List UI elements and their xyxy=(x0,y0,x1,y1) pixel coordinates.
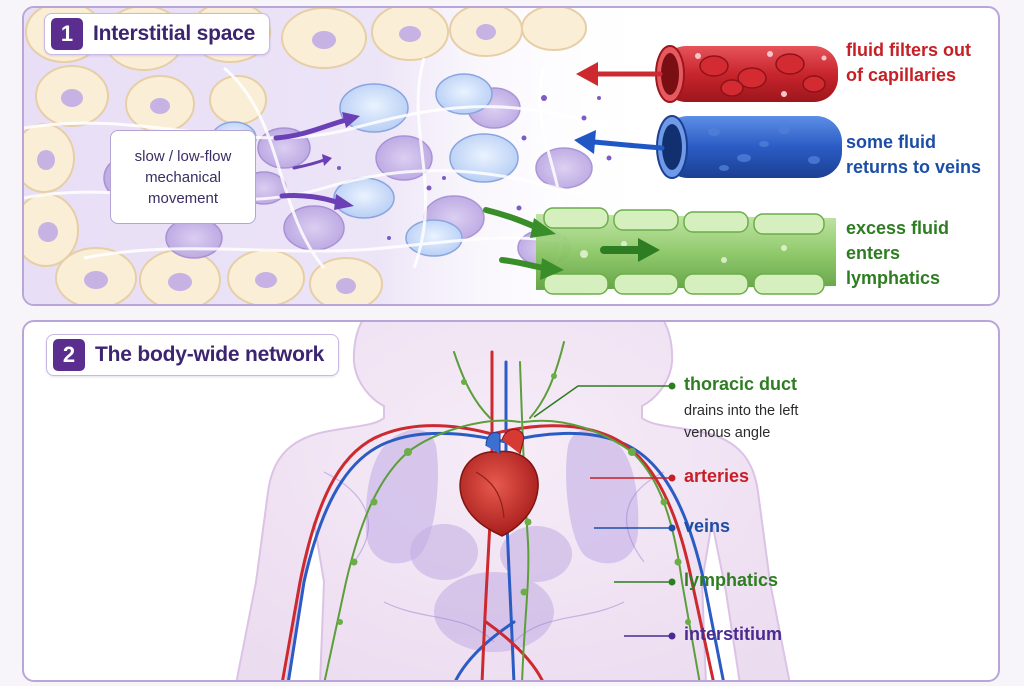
vein xyxy=(657,116,842,178)
note-line: mechanical xyxy=(135,167,232,188)
interstitial-space-panel: 1 Interstitial space slow / low-flow mec… xyxy=(22,6,1000,306)
section-number: 2 xyxy=(53,339,85,371)
section-title: Interstitial space xyxy=(93,22,255,46)
label-line: of capillaries xyxy=(846,63,971,88)
description-line: venous angle xyxy=(684,422,798,444)
label-line: lymphatics xyxy=(846,266,949,291)
label-line: fluid filters out xyxy=(846,38,971,63)
label-line: excess fluid xyxy=(846,216,949,241)
section-number: 1 xyxy=(51,18,83,50)
label-line: some fluid xyxy=(846,130,981,155)
capillary-label: fluid filters out of capillaries xyxy=(846,38,971,88)
label-line: enters xyxy=(846,241,949,266)
thoracic-duct-label: thoracic duct xyxy=(684,374,797,395)
legend-interstitium: interstitium xyxy=(684,624,782,645)
body-network-panel: 2 The body-wide network thoracic duct dr… xyxy=(22,320,1000,682)
section-title: The body-wide network xyxy=(95,343,324,367)
capillary xyxy=(656,46,838,102)
vein-label: some fluid returns to veins xyxy=(846,130,981,180)
description-line: drains into the left xyxy=(684,400,798,422)
lymphatic-label: excess fluid enters lymphatics xyxy=(846,216,949,291)
lymphatic-vessel xyxy=(536,208,836,294)
legend-lymphatics: lymphatics xyxy=(684,570,778,591)
label-line: returns to veins xyxy=(846,155,981,180)
section-badge-2: 2 The body-wide network xyxy=(46,334,339,376)
legend-veins: veins xyxy=(684,516,730,537)
movement-note: slow / low-flow mechanical movement xyxy=(110,130,256,224)
section-badge-1: 1 Interstitial space xyxy=(44,13,270,55)
thoracic-duct-description: drains into the left venous angle xyxy=(684,400,798,444)
legend-arteries: arteries xyxy=(684,466,749,487)
note-line: slow / low-flow xyxy=(135,146,232,167)
body-illustration xyxy=(24,322,1000,682)
note-line: movement xyxy=(135,188,232,209)
